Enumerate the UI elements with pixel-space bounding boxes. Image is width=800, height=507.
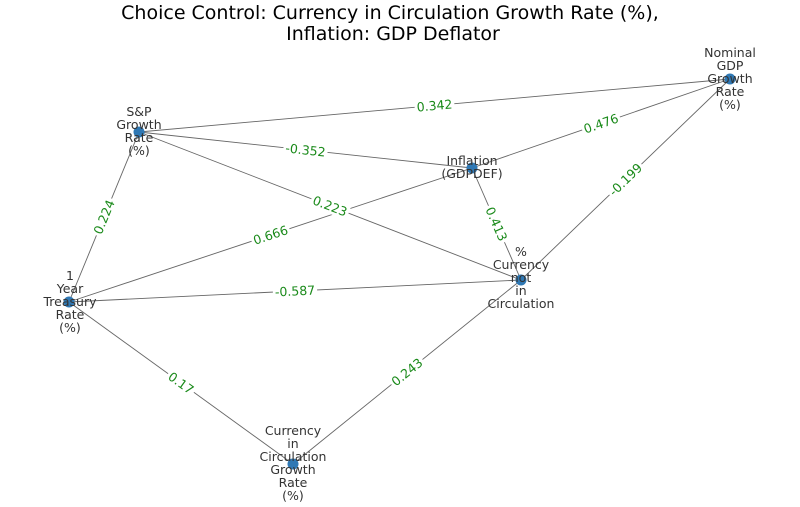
node-label-line: Circulation (488, 296, 555, 311)
edge-weight-label: 0.476 (582, 111, 621, 137)
node-label-line: Nominal (704, 45, 756, 60)
node-tsy (63, 296, 75, 308)
node-label-line: Treasury (43, 294, 98, 309)
edge-label-group-5: 0.666 (249, 221, 292, 249)
edge-label-background (579, 109, 623, 138)
node-label-line: % (515, 244, 527, 259)
node-label-line: Growth (116, 117, 161, 132)
edge-label-background (282, 140, 329, 160)
node-cic (287, 458, 299, 470)
edge-label-background (481, 202, 512, 246)
edge-labels-layer: 0.342 -0.352 0.223 0.224 0.476 0.666 0.413 -0.1… (89, 96, 647, 399)
edge-label-background (604, 158, 647, 201)
edge-label-group-9: 0.17 (163, 367, 199, 399)
node-pcnic (515, 274, 527, 286)
node-label-line: (GDPDEF) (441, 166, 502, 181)
edge-label-group-0: 0.342 (414, 96, 455, 115)
edge-label-group-10: 0.243 (386, 353, 428, 391)
node-label-line: in (515, 283, 526, 298)
edge-label-background (249, 221, 292, 249)
edge-label-group-7: -0.199 (604, 158, 647, 201)
edge-label-group-1: -0.352 (282, 140, 329, 160)
node-label-line: (%) (59, 320, 81, 335)
edge-label-group-8: -0.587 (272, 282, 318, 300)
title-line-2: Inflation: GDP Deflator (286, 23, 500, 45)
edge-label-group-2: 0.223 (308, 191, 352, 221)
node-ngdp (724, 73, 736, 85)
title-line-1: Choice Control: Currency in Circulation … (121, 2, 659, 24)
edge-weight-label: -0.199 (606, 160, 645, 199)
node-label-line: Growth (270, 462, 315, 477)
node-label-line: not (511, 270, 532, 285)
node-label-line: Currency (493, 257, 550, 272)
node-label-line: (%) (128, 143, 150, 158)
chart-title: Choice Control: Currency in Circulation … (121, 2, 665, 45)
edge-weight-label: 0.224 (90, 198, 118, 237)
node-label-line: (%) (719, 97, 741, 112)
node-label-line: Rate (56, 307, 85, 322)
node-label-line: Rate (279, 475, 308, 490)
node-label-line: Year (56, 281, 84, 296)
node-label-line: Circulation (260, 449, 327, 464)
node-label-infl: Inflation(GDPDEF) (441, 153, 502, 181)
node-label-line: Growth (707, 71, 752, 86)
node-label-line: Rate (716, 84, 745, 99)
node-infl (466, 162, 478, 174)
edge-label-group-6: 0.413 (481, 202, 512, 246)
node-label-line: (%) (282, 488, 304, 503)
edge-weight-label: 0.243 (388, 355, 425, 389)
edge-weight-label: 0.666 (251, 222, 290, 248)
node-label-line: GDP (717, 58, 744, 73)
node-label-line: Rate (125, 130, 154, 145)
edge-label-background (89, 195, 119, 239)
edge-weight-label: -0.352 (285, 140, 327, 159)
node-label-line: S&P (126, 104, 152, 119)
edge-weight-label: 0.413 (482, 205, 510, 244)
edge-label-background (308, 191, 352, 221)
edges-layer (68, 78, 731, 465)
nodes-layer (63, 73, 736, 470)
edge-label-background (386, 353, 428, 391)
edge-weight-label: 0.342 (416, 96, 453, 114)
edge-label-background (272, 282, 318, 300)
node-label-line: Inflation (446, 153, 497, 168)
node-label-line: Currency (265, 423, 322, 438)
node-label-line: 1 (66, 268, 74, 283)
edge-label-group-3: 0.224 (89, 195, 119, 239)
edge-label-background (163, 367, 199, 399)
edge-weight-label: -0.587 (275, 283, 316, 300)
node-label-line: in (287, 436, 298, 451)
node-sp (133, 126, 145, 138)
edge-label-background (414, 96, 455, 115)
edge-label-group-4: 0.476 (579, 109, 623, 138)
